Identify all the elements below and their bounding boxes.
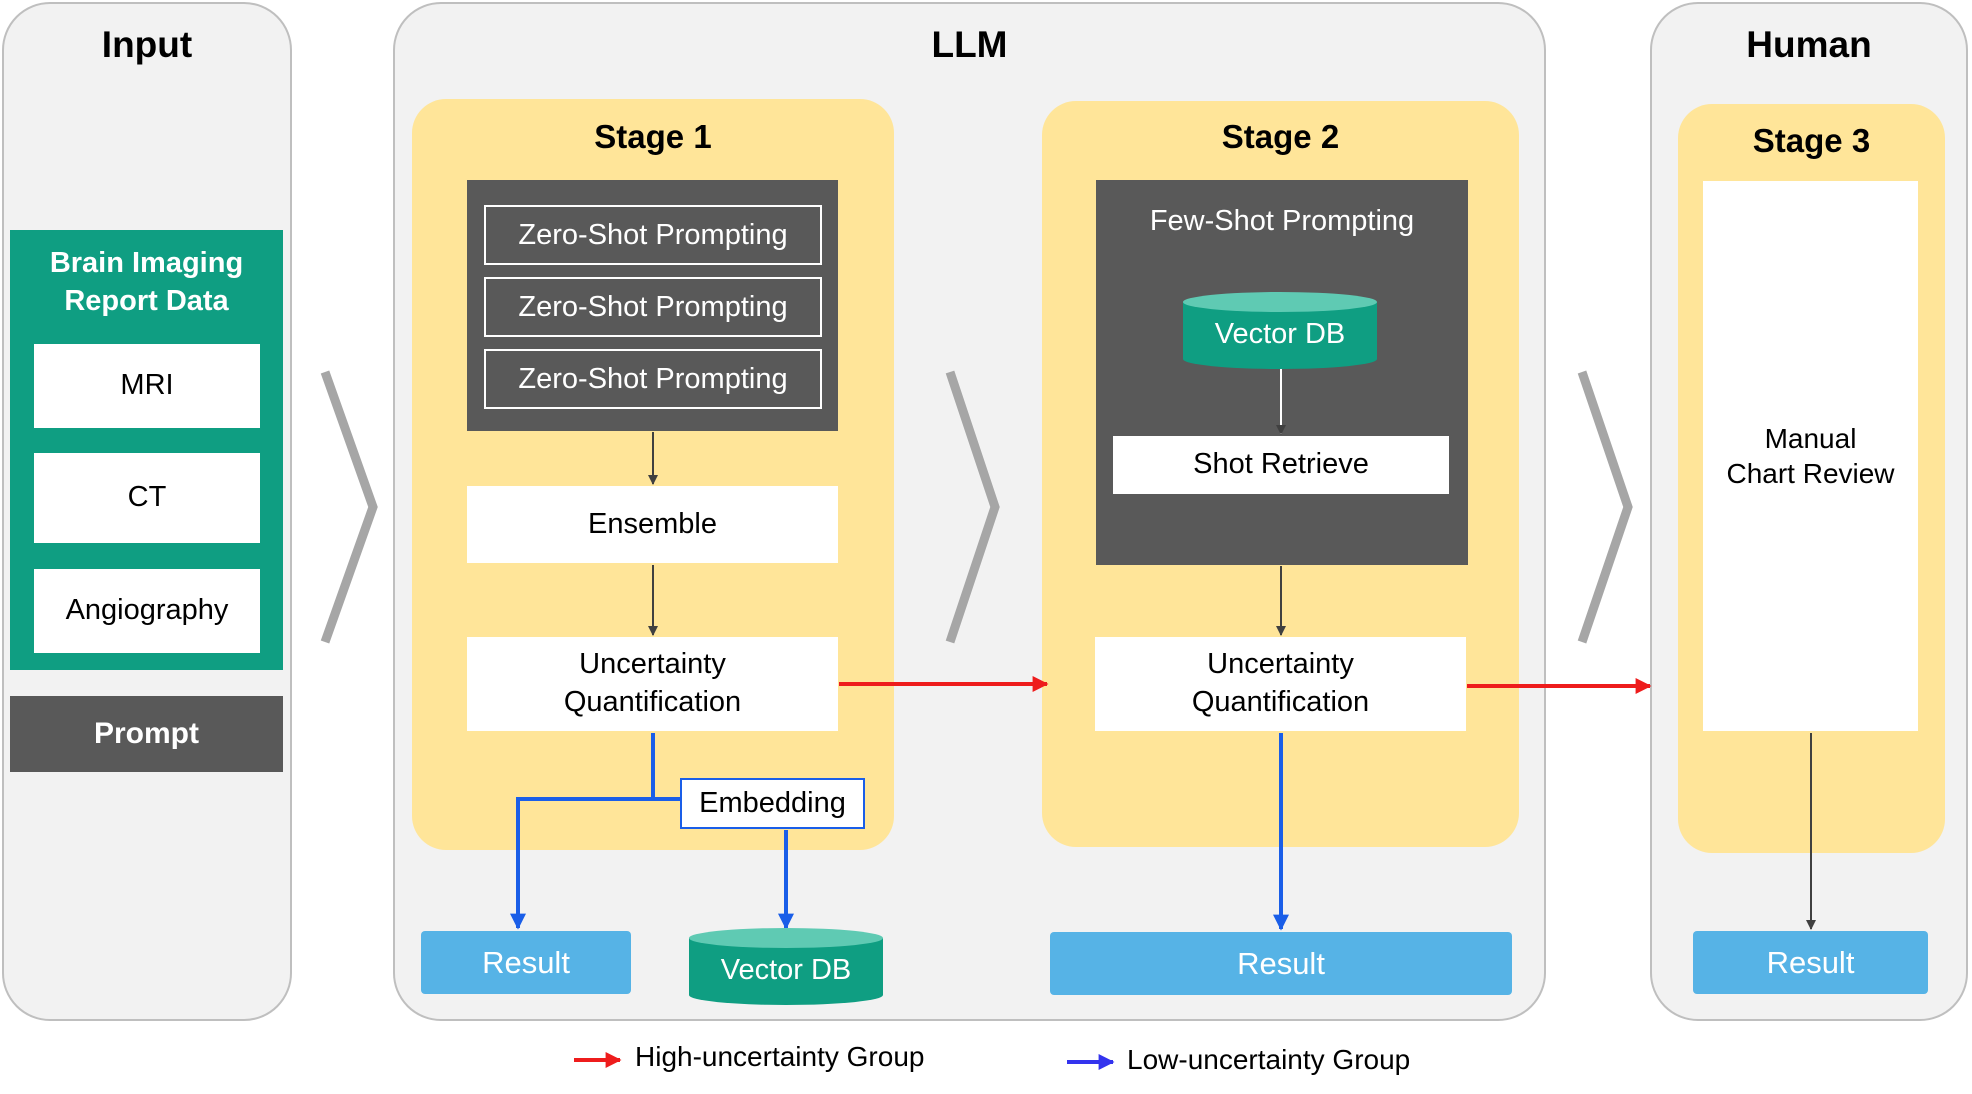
- ensemble-box: Ensemble: [467, 486, 838, 563]
- stage3-title: Stage 3: [1752, 122, 1871, 159]
- mri-box: MRI: [34, 344, 260, 428]
- legend-high-label: High-uncertainty Group: [635, 1041, 925, 1072]
- stage1-result: Result: [421, 931, 631, 994]
- stage2-vector-db-cylinder: [1183, 292, 1377, 369]
- input-panel-title: Input: [101, 24, 193, 65]
- zero-shot-prompt-2: Zero-Shot Prompting: [484, 277, 822, 337]
- chevron-llm-to-human: [1577, 370, 1633, 644]
- data-title-line2: Report Data: [64, 285, 229, 317]
- angiography-box: Angiography: [34, 569, 260, 653]
- stage1-vector-db-cylinder: [689, 928, 883, 1005]
- stage1-uncertainty-box: Uncertainty Quantification: [467, 637, 838, 731]
- stage2-vector-db-label: Vector DB: [1214, 318, 1346, 350]
- ct-box: CT: [34, 453, 260, 543]
- stage2-uq-line1: Uncertainty: [1207, 648, 1354, 681]
- stage2-title: Stage 2: [1221, 118, 1340, 155]
- review-line1: Manual: [1764, 423, 1857, 454]
- embedding-box: Embedding: [680, 778, 865, 829]
- stage1-uq-line2: Quantification: [563, 686, 742, 718]
- chevron-stage1-to-stage2: [945, 370, 1000, 644]
- stage3-result: Result: [1693, 931, 1928, 994]
- stage1-vector-db-label: Vector DB: [720, 954, 852, 986]
- human-panel-title: Human: [1746, 24, 1872, 65]
- legend-low-label: Low-uncertainty Group: [1127, 1044, 1411, 1075]
- zero-shot-prompt-3: Zero-Shot Prompting: [484, 349, 822, 409]
- zero-shot-prompt-1: Zero-Shot Prompting: [484, 205, 822, 265]
- manual-chart-review-box: Manual Chart Review: [1703, 181, 1918, 731]
- stage2-result: Result: [1050, 932, 1512, 995]
- stage2-uncertainty-box: Uncertainty Quantification: [1095, 637, 1466, 731]
- chevron-input-to-llm: [320, 370, 378, 644]
- data-title-line1: Brain Imaging: [49, 247, 244, 279]
- arrow-stage1-to-result: [510, 733, 655, 930]
- stage1-uq-line1: Uncertainty: [579, 648, 726, 681]
- brain-imaging-data-title: Brain Imaging Report Data: [10, 244, 283, 320]
- shot-retrieve-box: Shot Retrieve: [1113, 436, 1449, 494]
- review-line2: Chart Review: [1726, 458, 1895, 489]
- stage2-uq-line2: Quantification: [1191, 686, 1370, 718]
- prompt-box: Prompt: [10, 696, 283, 772]
- zero-shot-group: [467, 180, 838, 431]
- few-shot-title: Few-Shot Prompting: [1149, 205, 1415, 237]
- stage1-title: Stage 1: [594, 118, 712, 155]
- llm-panel-title: LLM: [931, 24, 1008, 65]
